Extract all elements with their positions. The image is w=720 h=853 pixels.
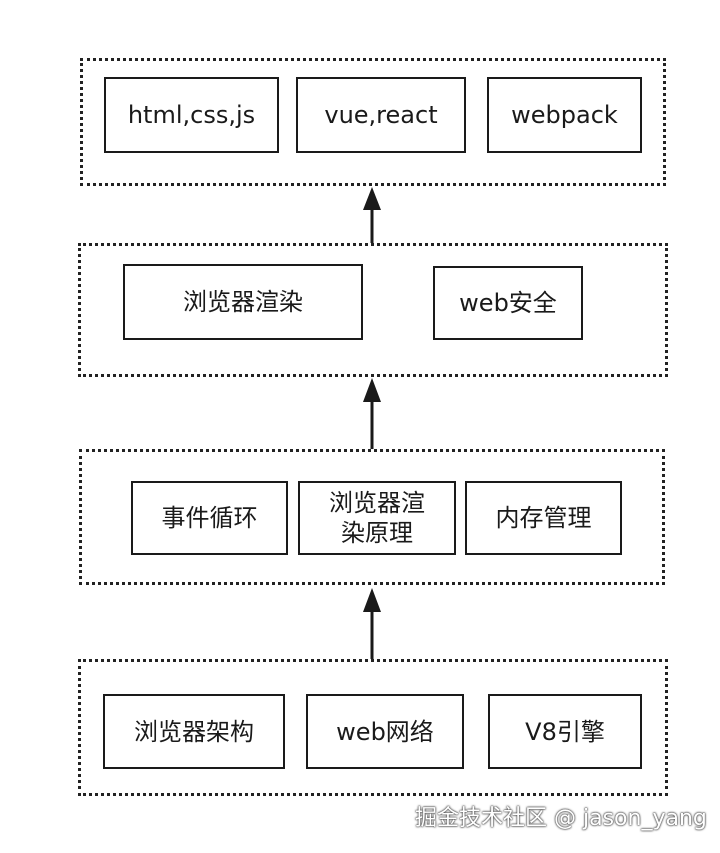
box-label: vue,react: [324, 101, 438, 129]
box-rendering-principle: 浏览器渲染原理: [298, 481, 456, 555]
box-webpack: webpack: [487, 77, 642, 153]
arrow-layer4-to-layer3: [363, 588, 381, 659]
box-label: 事件循环: [161, 504, 258, 532]
box-v8-engine: V8引擎: [488, 694, 642, 769]
box-label: html,css,js: [127, 101, 256, 129]
layer-browser-topics: [78, 243, 668, 377]
watermark: 掘金技术社区 @ jason_yang: [415, 806, 707, 831]
box-label: 内存管理: [495, 504, 592, 532]
box-web-security: web安全: [433, 266, 583, 340]
box-label: web安全: [459, 289, 557, 317]
arrow-layer2-to-layer1: [363, 187, 381, 243]
box-label: 浏览器渲染: [183, 288, 303, 316]
box-label: V8引擎: [525, 717, 605, 746]
box-event-loop: 事件循环: [131, 481, 288, 555]
layer-foundation: [78, 659, 668, 796]
arrow-layer3-to-layer2: [363, 378, 381, 449]
box-label: 浏览器架构: [134, 717, 254, 746]
box-label: web网络: [336, 717, 434, 746]
box-vue-react: vue,react: [296, 77, 466, 153]
box-browser-rendering: 浏览器渲染: [123, 264, 363, 340]
box-html-css-js: html,css,js: [104, 77, 279, 153]
box-memory-management: 内存管理: [465, 481, 622, 555]
layer-principles: [79, 449, 665, 585]
box-label: 浏览器渲染原理: [329, 489, 425, 547]
box-browser-architecture: 浏览器架构: [103, 694, 285, 769]
box-label: webpack: [511, 101, 618, 129]
layer-frameworks: [80, 58, 666, 186]
box-web-network: web网络: [306, 694, 464, 769]
